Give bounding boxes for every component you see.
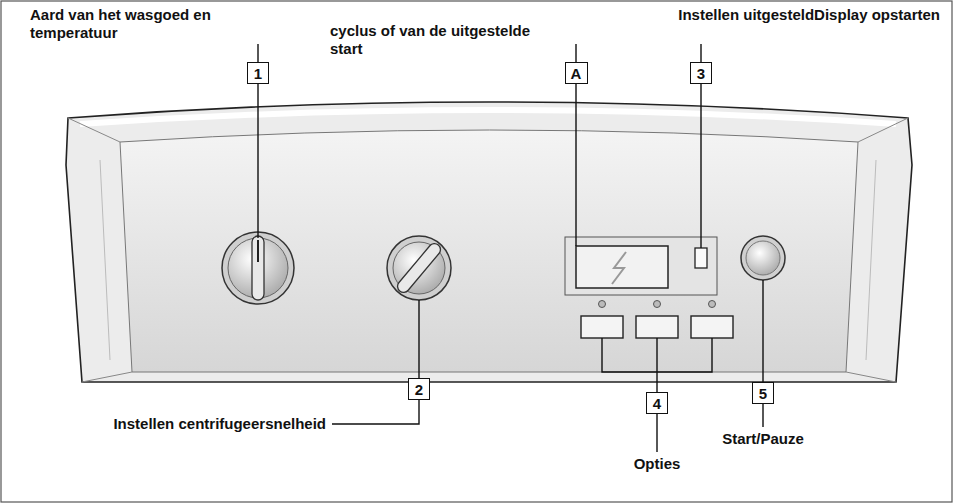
- leader-line: [762, 280, 763, 427]
- option-button: [581, 316, 623, 338]
- program-knob-grip: [252, 236, 264, 300]
- spin-knob-face: [393, 242, 445, 294]
- callout-box: 5: [752, 382, 774, 404]
- program-knob: [222, 232, 294, 304]
- callout-number: 4: [650, 396, 664, 411]
- callout-box: 3: [690, 62, 712, 84]
- control-label: Opties: [597, 455, 717, 473]
- program-knob-marker: [257, 240, 259, 262]
- option-button: [636, 316, 678, 338]
- panel-bezel: [66, 102, 912, 382]
- control-label: Instellen uitgesteldDisplay opstarten: [640, 6, 940, 24]
- control-label: Aard van het wasgoed en temperatuur: [30, 6, 235, 42]
- bezel-shading: [100, 160, 876, 360]
- control-label: Start/Pauze: [698, 430, 828, 448]
- option-led: [709, 301, 716, 308]
- callout-number: 1: [251, 66, 265, 81]
- callout-box: 1: [247, 62, 269, 84]
- callout-number: 5: [756, 386, 770, 401]
- display-reflection: [612, 252, 626, 284]
- callout-box: A: [565, 62, 588, 84]
- callout-box: 2: [408, 378, 430, 400]
- bezel-corners: [68, 118, 908, 382]
- option-led: [654, 301, 661, 308]
- callout-number: 3: [694, 66, 708, 81]
- bezel-highlight: [80, 110, 896, 124]
- option-button: [691, 316, 733, 338]
- start-button-face: [746, 241, 780, 275]
- callout-box: 4: [646, 392, 668, 414]
- option-led: [599, 301, 606, 308]
- panel-face: [120, 130, 858, 372]
- spin-knob: [387, 236, 451, 300]
- control-label: Instellen centrifugeersnelheid: [60, 415, 326, 433]
- callout-number: A: [568, 66, 585, 81]
- display-frame: [565, 237, 717, 295]
- leader-bracket: [602, 338, 712, 452]
- display-screen: [576, 246, 668, 288]
- start-button: [741, 236, 785, 280]
- spin-knob-grip: [395, 241, 443, 295]
- control-label: cyclus of van de uitgestelde start: [330, 22, 565, 58]
- leader-lines: [258, 44, 763, 452]
- callout-number: 2: [412, 382, 426, 397]
- delay-button: [695, 248, 707, 268]
- leader-line: [332, 300, 419, 424]
